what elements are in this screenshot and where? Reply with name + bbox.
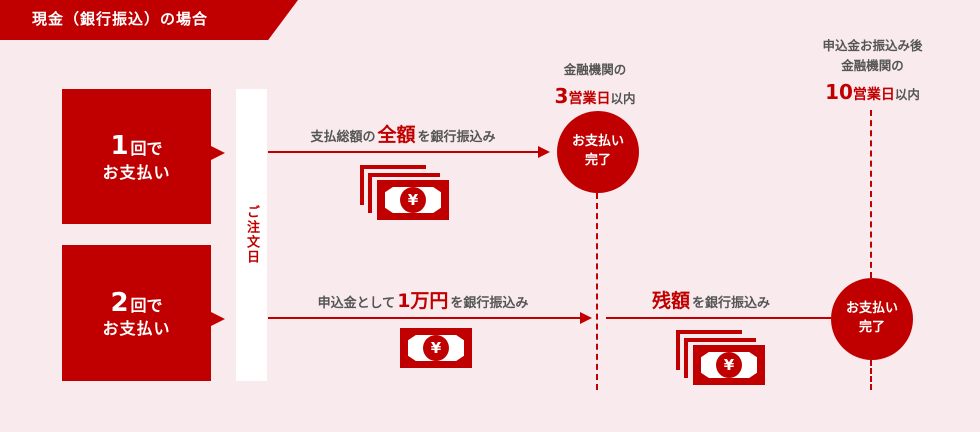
payment-complete-circle: お支払い完了 (557, 111, 639, 193)
order-date-bar: ご注文日 (236, 89, 267, 381)
deadline-dashed-line (870, 110, 872, 278)
plan-number: 2 (110, 287, 129, 318)
note-ten-business-days: 申込金お振込み後 金融機関の 10営業日以内 (800, 36, 945, 108)
plan-two-flow-line (268, 317, 582, 319)
remaining-flow-line (606, 317, 831, 319)
note-line: 申込金お振込み後 (822, 38, 923, 53)
title-banner (0, 0, 298, 40)
deadline-dashed-line (870, 360, 872, 390)
plan-one-flow-line (268, 151, 540, 153)
note-unit: 営業日 (568, 91, 611, 107)
order-date-label: ご注文日 (244, 205, 259, 265)
money-bill-icon: ¥ (400, 328, 472, 368)
plan-two-pointer-icon (211, 312, 225, 326)
yen-icon: ¥ (716, 352, 742, 378)
plan-one-pointer-icon (211, 146, 225, 160)
plan-line2: お支払い (102, 319, 171, 339)
plan-line1: 回で (130, 295, 163, 315)
caption-highlight: 残額 (651, 290, 690, 312)
done-line2: 完了 (858, 320, 885, 335)
note-suffix: 以内 (610, 91, 636, 106)
deadline-dashed-line (596, 193, 598, 390)
plan-one-caption: 支払総額の全額を銀行振込み (268, 120, 538, 147)
arrow-right-icon (580, 312, 592, 324)
plan-number: 1 (110, 131, 129, 162)
plan-line1: 回で (130, 139, 163, 159)
yen-icon: ¥ (423, 335, 449, 361)
done-line1: お支払い (845, 301, 898, 317)
note-unit: 営業日 (852, 87, 895, 103)
note-three-business-days: 金融機関の 3営業日以内 (540, 60, 650, 112)
caption-post: を銀行振込み (450, 296, 529, 311)
note-number: 3 (554, 84, 569, 108)
note-line: 金融機関の (841, 58, 904, 73)
caption-highlight: 全額 (377, 124, 416, 146)
arrow-right-icon (538, 146, 550, 158)
money-stack-icon: ¥ (360, 165, 450, 220)
yen-icon: ¥ (400, 187, 426, 213)
done-line1: お支払い (571, 134, 624, 150)
note-suffix: 以内 (894, 87, 920, 102)
remaining-caption: 残額を銀行振込み (610, 286, 810, 313)
caption-post: を銀行振込み (692, 296, 771, 311)
money-stack-icon: ¥ (676, 330, 766, 385)
caption-pre: 支払総額の (310, 130, 376, 145)
page-title: 現金（銀行振込）の場合 (32, 10, 209, 28)
note-number: 10 (825, 80, 853, 104)
caption-post: を銀行振込み (417, 130, 496, 145)
payment-complete-circle: お支払い完了 (831, 278, 913, 360)
caption-highlight: 1万円 (397, 290, 449, 312)
done-line2: 完了 (584, 153, 611, 168)
note-line: 金融機関の (563, 62, 627, 77)
caption-pre: 申込金として (317, 296, 396, 311)
plan-line2: お支払い (102, 162, 171, 182)
